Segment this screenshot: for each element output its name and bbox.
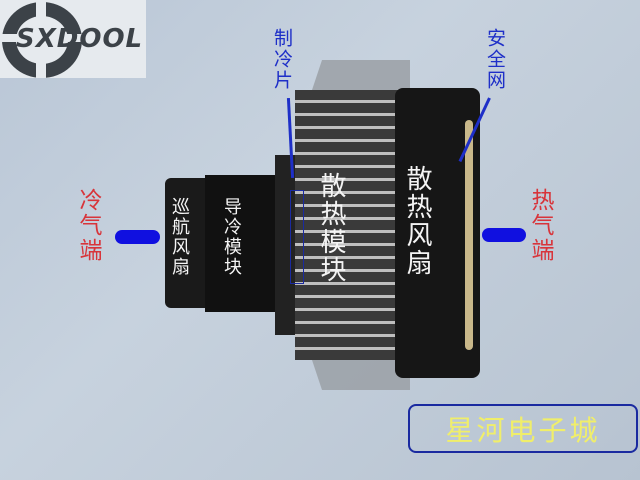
store-badge: 星河电子城 (408, 404, 638, 453)
fan-safety-guard (465, 120, 473, 350)
logo-text: SXDOOL (16, 24, 144, 54)
label-cooling-plate: 制冷片 (271, 28, 293, 91)
label-safety-net: 安全网 (484, 28, 506, 91)
logo-ring-gap (0, 34, 86, 42)
label-heatsink-fan: 散热风扇 (402, 165, 432, 277)
label-cold-guide-module: 导冷模块 (221, 197, 242, 277)
label-heatsink-module: 散热模块 (316, 172, 346, 284)
cold-guide-block (205, 175, 275, 312)
label-cruise-fan: 巡航风扇 (169, 197, 190, 277)
airflow-right-arrow-icon (482, 228, 526, 242)
airflow-left-arrow-icon (115, 230, 160, 244)
label-cold-end: 冷气端 (75, 188, 101, 263)
brand-logo: SXDOOL (0, 0, 146, 78)
label-hot-end: 热气端 (527, 188, 553, 263)
peltier-highlight-box (290, 190, 304, 284)
